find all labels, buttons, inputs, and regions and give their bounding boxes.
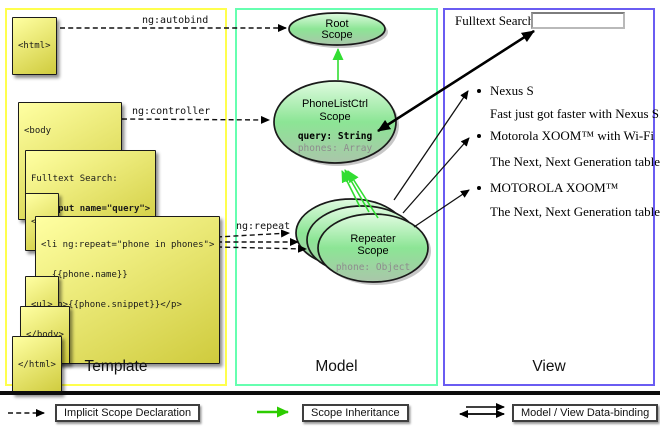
view-item-name: Nexus S (490, 83, 534, 98)
ng-autobind-label: ng:autobind (142, 15, 209, 26)
code-line: <ul> (31, 300, 53, 310)
bullet-icon (477, 134, 481, 138)
template-column-label: Template (84, 358, 148, 375)
view-column-label: View (532, 358, 566, 375)
model-column-label: Model (315, 358, 358, 375)
code-box-html-close: </html> (12, 336, 62, 394)
ng-repeat-label: ng:repeat (236, 221, 291, 232)
code-line: <html> (18, 41, 51, 51)
model-column (235, 8, 438, 386)
view-item-desc: Fast just got faster with Nexus S. (490, 106, 660, 121)
view-item-name: Motorola XOOM™ with Wi-Fi (490, 128, 655, 143)
code-line: Fulltext Search: (31, 174, 118, 184)
ng-controller-label: ng:controller (132, 106, 211, 117)
view-column (443, 8, 655, 386)
legend-divider (0, 391, 660, 395)
view-item-name: MOTOROLA XOOM™ (490, 180, 619, 195)
legend-implicit-scope-declaration: Implicit Scope Declaration (55, 404, 201, 422)
code-line: <p>{{phone.snippet}}</p> (41, 300, 182, 310)
code-line: <body (24, 126, 52, 136)
view-item-desc: The Next, Next Generation tablet. (490, 154, 660, 169)
code-line: </html> (18, 360, 56, 370)
view-item-desc: The Next, Next Generation tablet. (490, 204, 660, 219)
bullet-icon (477, 89, 481, 93)
bullet-icon (477, 186, 481, 190)
code-line: <li ng:repeat="phone in phones"> (41, 240, 215, 250)
legend-model-view-data-binding: Model / View Data-binding (512, 404, 659, 422)
view-search-label: Fulltext Search: (455, 13, 538, 28)
search-input[interactable] (531, 12, 625, 29)
code-box-li-repeat: <li ng:repeat="phone in phones"> {{phone… (35, 216, 221, 364)
code-box-html-open: <html> (12, 17, 57, 75)
legend-scope-inheritance: Scope Inheritance (302, 404, 409, 422)
code-line: {{phone.name}} (41, 270, 128, 280)
code-line: </body> (26, 330, 64, 340)
